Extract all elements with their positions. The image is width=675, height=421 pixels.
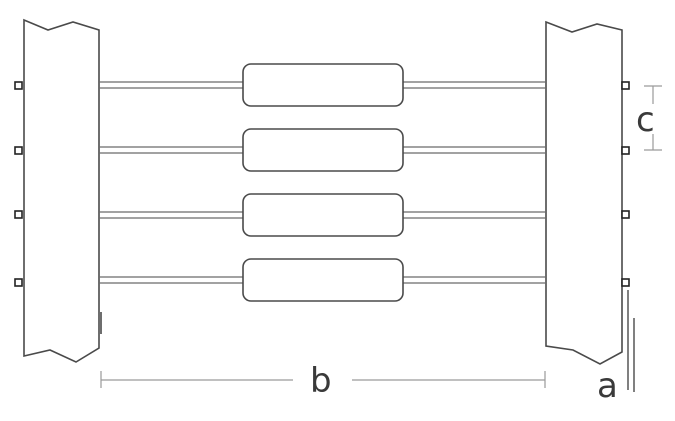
left-clip-2 xyxy=(14,146,23,155)
right-clip-4 xyxy=(621,278,630,287)
right-post xyxy=(545,20,623,365)
left-clip-4 xyxy=(14,278,23,287)
dimension-a: a xyxy=(597,318,635,406)
strand-3 xyxy=(14,193,630,237)
dimension-b: b xyxy=(100,361,546,401)
insulator-2 xyxy=(242,128,404,172)
left-clip-3 xyxy=(14,210,23,219)
strand-2 xyxy=(14,128,630,172)
right-clip-1 xyxy=(621,81,630,90)
strand-1 xyxy=(14,63,630,107)
label-b: b xyxy=(310,361,332,401)
right-clip-2 xyxy=(621,146,630,155)
insulator-1 xyxy=(242,63,404,107)
left-post xyxy=(23,18,100,363)
insulator-3 xyxy=(242,193,404,237)
right-clip-3 xyxy=(621,210,630,219)
dimension-c: c xyxy=(636,85,662,151)
strand-4 xyxy=(14,258,630,302)
insulator-4 xyxy=(242,258,404,302)
label-c: c xyxy=(636,100,655,140)
label-a: a xyxy=(597,366,618,406)
left-clip-1 xyxy=(14,81,23,90)
